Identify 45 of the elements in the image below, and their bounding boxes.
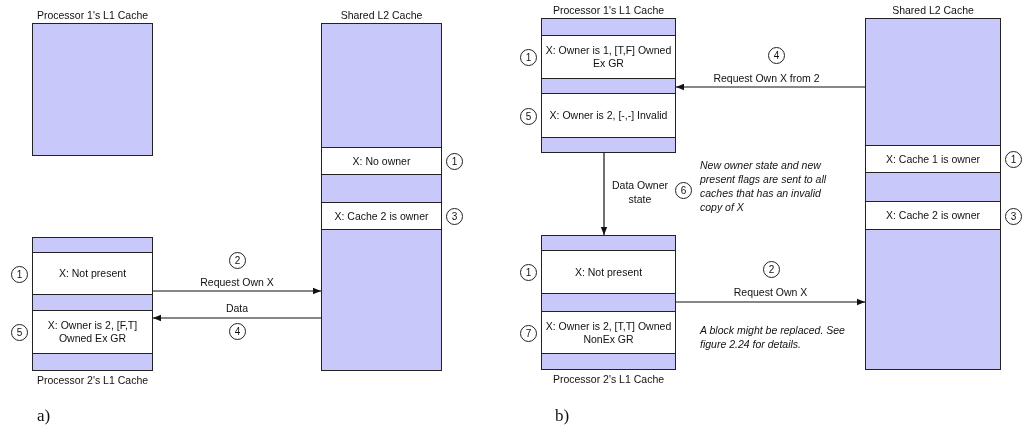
step-number: 7	[520, 324, 537, 342]
edge-label: Data	[225, 302, 249, 314]
entry-text: X: Cache 1 is owner	[885, 152, 981, 166]
entry-text: X: Owner is 2, [-,-] Invalid	[548, 109, 669, 122]
arrow	[152, 314, 322, 322]
edge-label: Request Own X	[200, 276, 274, 288]
edge-label: Request Own X	[733, 286, 808, 298]
cache-title: Processor 1's L1 Cache	[552, 4, 665, 16]
cache-title: Processor 2's L1 Cache	[552, 373, 665, 385]
cache-title: Processor 2's L1 Cache	[36, 374, 149, 386]
step-number: 2	[229, 252, 246, 269]
step-number: 4	[229, 323, 246, 340]
step-number: 1	[1005, 151, 1022, 168]
entry-text: X: No owner	[351, 154, 412, 168]
entry-text: X: Not present	[57, 267, 128, 280]
step-number: 1	[446, 153, 463, 170]
arrow	[152, 287, 322, 295]
entry-text: X: Cache 2 is owner	[333, 209, 430, 223]
cache-title: Shared L2 Cache	[340, 9, 423, 21]
entry-text: X: Not present	[573, 265, 644, 279]
cache-title: Shared L2 Cache	[892, 4, 974, 16]
step-number: 5	[520, 107, 537, 125]
step-number: 2	[763, 261, 780, 278]
step-number: 1	[520, 49, 537, 66]
step-number: 1	[11, 265, 28, 283]
panel-label: b)	[555, 406, 570, 426]
step-number: 6	[675, 182, 692, 199]
arrow	[675, 83, 866, 91]
step-number: 1	[520, 264, 537, 281]
note-text: New owner state and new present flags are sent to all caches that has an invalid copy of X	[700, 158, 828, 214]
cache-title: Processor 1's L1 Cache	[36, 9, 149, 21]
step-number: 4	[768, 47, 785, 64]
arrow	[600, 152, 608, 236]
note-text: A block might be replaced. See figure 2.24 for details.	[700, 323, 845, 351]
panel-label: a)	[37, 406, 51, 426]
step-number: 3	[446, 208, 463, 225]
edge-label: Data Owner state	[611, 178, 669, 206]
step-number: 5	[11, 324, 28, 341]
edge-label: Request Own X from 2	[713, 72, 820, 84]
entry-text: X: Owner is 2, [T,T] Owned NonEx GR	[545, 319, 672, 346]
arrow	[675, 298, 866, 306]
entry-text: X: Owner is 2, [F,T] Owned Ex GR	[46, 319, 139, 345]
entry-text: X: Owner is 1, [T,F] Owned Ex GR	[545, 44, 672, 70]
entry-text: X: Cache 2 is owner	[885, 209, 981, 222]
step-number: 3	[1005, 207, 1022, 225]
